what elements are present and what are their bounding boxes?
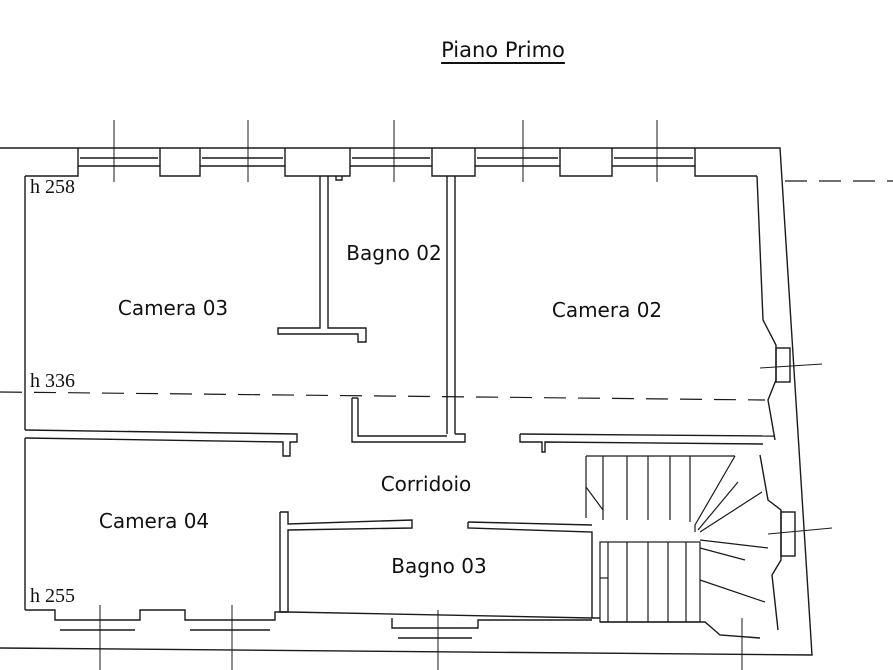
room-label-camera-02: Camera 02 (551, 298, 663, 322)
interior-walls (24, 176, 776, 619)
room-label-camera-03: Camera 03 (117, 296, 229, 320)
room-label-bagno-03: Bagno 03 (391, 554, 487, 578)
staircase (585, 455, 769, 623)
plan-title: Piano Primo (441, 38, 565, 62)
room-label-corridoio: Corridoio (380, 472, 472, 496)
outer-walls (0, 147, 813, 656)
height-label-h258: h 258 (30, 176, 75, 198)
height-label-h255: h 255 (30, 585, 75, 607)
section-dashed-lines (0, 180, 893, 401)
grid-ticks (99, 120, 833, 670)
room-label-bagno-02: Bagno 02 (346, 241, 442, 265)
room-label-camera-04: Camera 04 (98, 509, 210, 533)
height-label-h336: h 336 (30, 370, 75, 392)
